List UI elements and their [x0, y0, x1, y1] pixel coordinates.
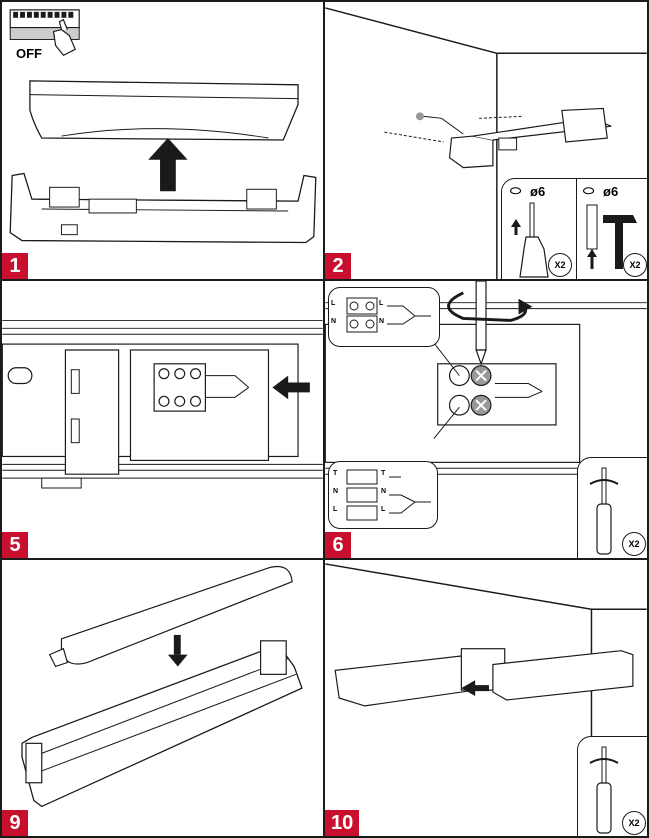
screwdriver-count: X2 — [622, 532, 646, 556]
step-2-panel: ⬭ ø6 X2 ⬭ ø6 X2 2 — [323, 0, 649, 281]
top-wiring-inset: L N L N — [328, 287, 440, 347]
screwdriver-count: X2 — [622, 811, 646, 835]
step-number: 1 — [2, 253, 28, 279]
drill-hole-icon: ⬭ — [510, 183, 522, 198]
step-6-panel: L N L N T N L T N L — [323, 279, 649, 560]
arrow-left-icon — [272, 375, 310, 400]
hammer-diameter: ø6 — [603, 184, 619, 199]
screwdriver-icon — [589, 467, 619, 555]
drill-icon — [511, 202, 549, 278]
arrow-down-icon — [167, 634, 188, 667]
arrow-left-icon — [461, 680, 489, 697]
bottom-terminal-label-t-right: T — [381, 470, 386, 477]
screwdriver-icon — [589, 746, 619, 834]
step-number: 6 — [325, 532, 351, 558]
step-number: 9 — [2, 810, 28, 836]
bottom-terminal-diagram — [346, 469, 431, 521]
step-1-illustration — [9, 9, 317, 244]
plug-hole-icon: ⬭ — [583, 183, 595, 198]
screwdriver-inset: X2 — [577, 736, 647, 836]
bottom-terminal-label-t-left: T — [333, 470, 338, 477]
step-number: 2 — [325, 253, 351, 279]
step-1-panel: OFF 1 — [0, 0, 325, 281]
bottom-terminal-label-n-left: N — [333, 488, 339, 495]
step-2-illustration — [325, 7, 647, 279]
off-label: OFF — [16, 46, 42, 61]
hammer-icon — [586, 204, 637, 269]
top-terminal-label-l-right: L — [379, 300, 384, 307]
bottom-wiring-inset: T N L T N L — [328, 461, 438, 529]
drill-count: X2 — [548, 253, 572, 277]
drill-diameter: ø6 — [530, 184, 546, 199]
arrow-up-icon — [148, 138, 188, 192]
step-number: 10 — [325, 810, 360, 836]
power-switch-icon — [9, 9, 80, 40]
top-terminal-diagram — [346, 297, 431, 333]
step-6-illustration — [325, 281, 647, 475]
top-terminal-label-l-left: L — [331, 300, 336, 307]
top-terminal-label-n-right: N — [379, 318, 385, 325]
top-terminal-label-n-left: N — [331, 318, 337, 325]
step-5-panel: 5 — [0, 279, 325, 560]
screwdriver-inset: X2 — [577, 457, 647, 558]
bottom-terminal-label-l-right: L — [381, 506, 386, 513]
step-number: 5 — [2, 532, 28, 558]
step-5-illustration — [2, 319, 323, 489]
bottom-terminal-label-n-right: N — [381, 488, 387, 495]
hammer-count: X2 — [623, 253, 647, 277]
bottom-terminal-label-l-left: L — [333, 506, 338, 513]
hand-icon — [52, 18, 77, 56]
drill-inset: ⬭ ø6 X2 — [501, 178, 577, 279]
step-10-panel: X2 10 — [323, 558, 649, 838]
hammer-inset: ⬭ ø6 X2 — [576, 178, 647, 279]
step-9-panel: 9 — [0, 558, 325, 838]
step-9-illustration — [21, 565, 303, 808]
rotate-icon — [447, 291, 527, 322]
